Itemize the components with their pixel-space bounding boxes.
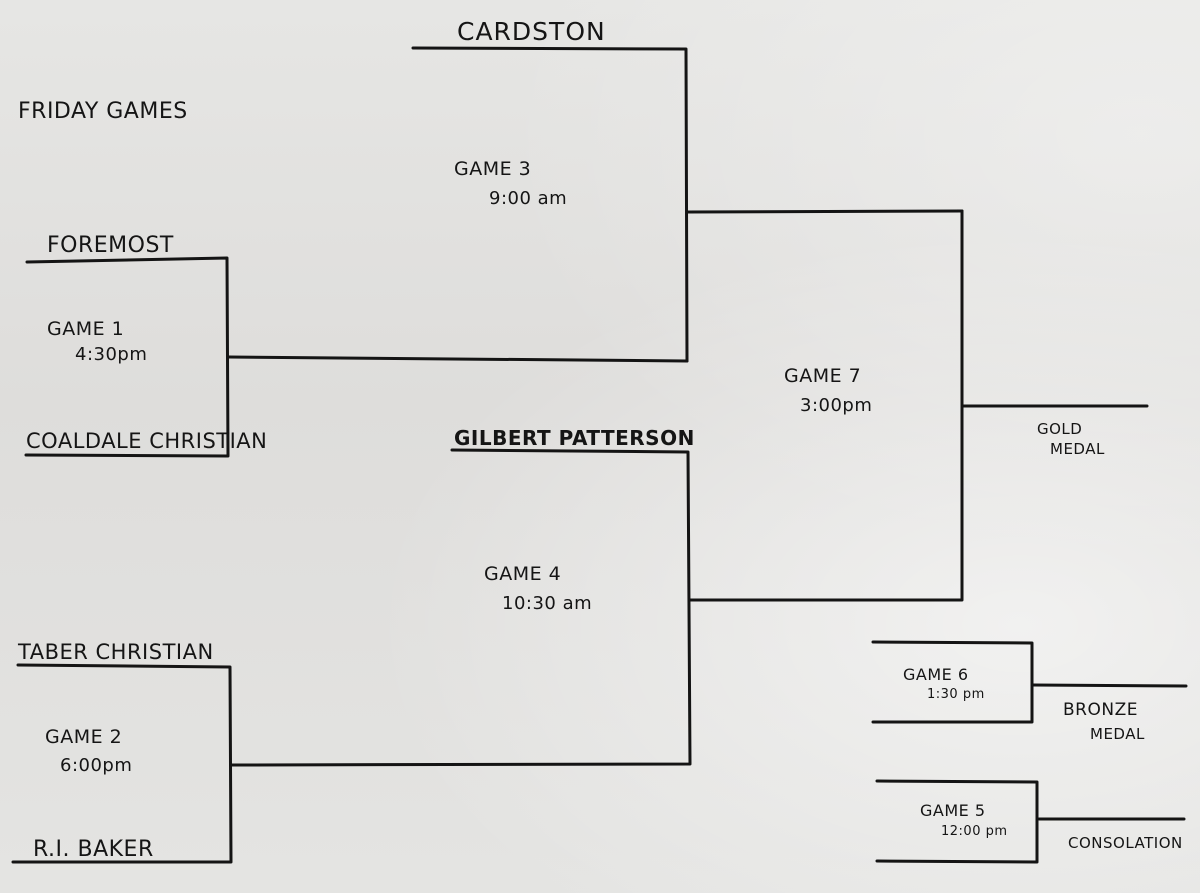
team-gilbert-patterson: GILBERT PATTERSON — [454, 426, 695, 450]
game1-winner-line — [227, 355, 689, 363]
game2-bracket-line — [11, 663, 233, 864]
game7-time: 3:00pm — [800, 395, 873, 416]
team-foremost: FOREMOST — [47, 233, 174, 258]
game6-time: 1:30 pm — [927, 687, 985, 702]
gold-medal-label-line1: GOLD — [1037, 420, 1083, 438]
game7-label: GAME 7 — [784, 365, 862, 387]
game3-winner-line — [686, 209, 964, 214]
game2-time: 6:00pm — [60, 755, 133, 776]
bronze-medal-label-line2: MEDAL — [1090, 725, 1145, 743]
game1-time: 4:30pm — [75, 344, 148, 365]
game3-label: GAME 3 — [454, 158, 532, 180]
game4-bracket-line — [229, 448, 692, 767]
game1-label: GAME 1 — [47, 318, 125, 340]
bronze-medal-label-line1: BRONZE — [1063, 700, 1138, 720]
team-taber-christian: TABER CHRISTIAN — [18, 640, 214, 664]
game3-time: 9:00 am — [489, 188, 568, 209]
game6-label: GAME 6 — [903, 665, 969, 684]
game5-label: GAME 5 — [920, 801, 986, 820]
game4-label: GAME 4 — [484, 563, 562, 585]
team-coaldale-christian: COALDALE CHRISTIAN — [26, 429, 268, 453]
game5-bracket-line — [875, 779, 1039, 864]
game6-bracket-line — [871, 640, 1034, 724]
team-cardston: CARDSTON — [457, 17, 606, 46]
consolation-label: CONSOLATION — [1068, 834, 1183, 852]
bronze-medal-line — [1031, 683, 1188, 688]
game2-label: GAME 2 — [45, 726, 123, 748]
game4-time: 10:30 am — [502, 593, 593, 614]
page-heading: FRIDAY GAMES — [18, 99, 188, 124]
game5-time: 12:00 pm — [941, 824, 1008, 839]
team-ri-baker: R.I. BAKER — [33, 837, 154, 862]
game7-bracket-line — [688, 209, 964, 602]
game3-bracket-line — [411, 46, 689, 363]
gold-medal-label-line2: MEDAL — [1050, 440, 1105, 458]
